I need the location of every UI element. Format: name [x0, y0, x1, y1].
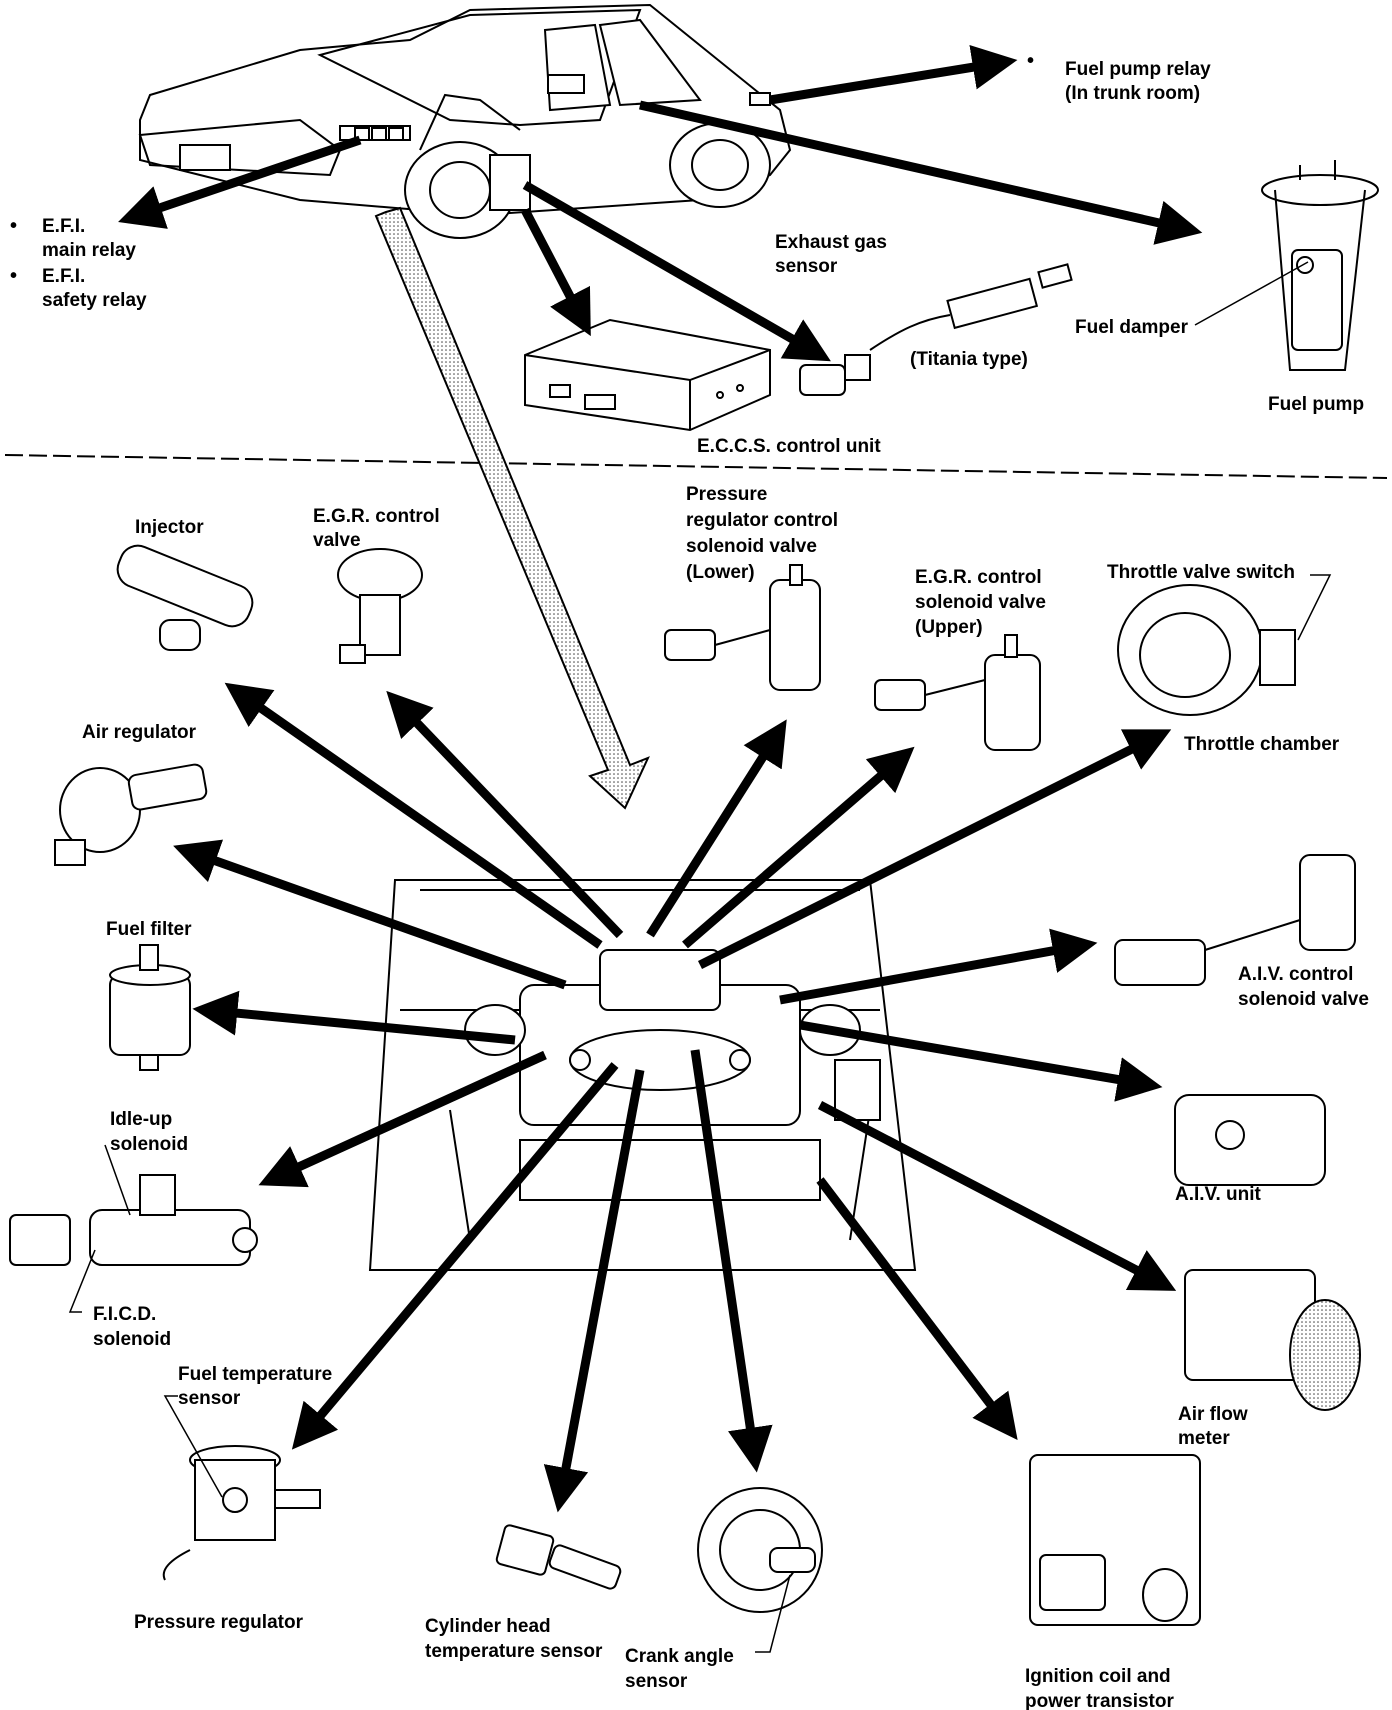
arrow-injector [224, 682, 603, 949]
arrow-efi-relays [118, 135, 362, 229]
label-efi-main-relay: E.F.I.main relay [42, 216, 136, 261]
label-aiv-unit: A.I.V. unit [1175, 1184, 1262, 1205]
label-efi-safety-relay: E.F.I.safety relay [42, 266, 147, 311]
arrow-throttle-chamber [697, 729, 1172, 970]
aiv-unit-illustration [1174, 1094, 1326, 1186]
arrow-egr-control-valve [386, 690, 624, 939]
arrow-idle-up-solenoid [258, 1050, 547, 1188]
bullet-efi-main-relay: • [10, 215, 17, 237]
idle-up-ficd-solenoid-illustration [9, 1174, 258, 1266]
arrow-pressure-regulator [291, 1062, 619, 1450]
section-divider [4, 454, 1388, 479]
pressure-regulator-control-solenoid-valve-illustration [664, 564, 821, 691]
arrow-egr-control-solenoid [682, 746, 915, 949]
ignition-coil-power-transistor-illustration [1029, 1454, 1201, 1626]
throttle-chamber-illustration [1117, 584, 1296, 716]
label-air-regulator: Air regulator [82, 722, 197, 743]
arrow-fuel-pump-relay [769, 44, 1018, 105]
arrow-ignition-coil [816, 1177, 1018, 1441]
arrow-fuel-pump [639, 100, 1203, 245]
cylinder-head-temperature-sensor-illustration [495, 1524, 622, 1590]
label-throttle-chamber: Throttle chamber [1184, 734, 1340, 755]
relay-boxes [354, 127, 404, 141]
injector-illustration [116, 544, 254, 651]
fuel-pump-illustration [1261, 160, 1379, 371]
car-to-engine-hatched-arrow [374, 206, 650, 810]
exhaust-gas-sensor-illustration [799, 263, 1073, 396]
arrows [118, 44, 1203, 1513]
arrow-crank-angle-sensor [690, 1049, 773, 1473]
arrow-air-regulator [173, 839, 567, 990]
label-throttle-valve-switch: Throttle valve switch [1107, 562, 1295, 583]
crank-angle-sensor-illustration [697, 1487, 823, 1613]
air-regulator-illustration [54, 763, 208, 866]
egr-control-valve-illustration [337, 548, 423, 664]
label-fuel-filter: Fuel filter [106, 919, 192, 940]
bullet-efi-safety-relay: • [10, 265, 17, 287]
arrow-air-flow-meter [817, 1101, 1177, 1291]
arrow-exhaust-gas-sensor [522, 181, 831, 362]
label-injector: Injector [135, 517, 204, 538]
arrow-aiv-unit [799, 1020, 1163, 1102]
label-eccs-control-unit: E.C.C.S. control unit [697, 436, 881, 457]
egr-control-solenoid-valve-illustration [874, 634, 1041, 751]
aiv-control-solenoid-valve-illustration [1114, 854, 1356, 986]
label-fuel-pump-relay: Fuel pump relay(In trunk room) [1065, 59, 1211, 104]
label-fuel-pump: Fuel pump [1268, 394, 1364, 415]
bullet-fuel-pump-relay: • [1027, 50, 1034, 72]
air-flow-meter-illustration [1184, 1269, 1361, 1411]
label-fuel-damper: Fuel damper [1075, 317, 1189, 338]
leader-lines [68, 261, 1332, 1653]
arrow-pressure-regulator-control-solenoid [646, 719, 787, 938]
label-ficd-solenoid: F.I.C.D.solenoid [93, 1304, 171, 1350]
arrow-eccs-control-unit [521, 207, 591, 337]
label-pressure-regulator: Pressure regulator [134, 1612, 304, 1633]
arrow-cylinder-head-temp-sensor [543, 1069, 645, 1513]
label-titania-type: (Titania type) [910, 349, 1028, 370]
arrow-aiv-control-solenoid [779, 928, 1098, 1005]
fuel-temperature-sensor-pressure-regulator-illustration [162, 1445, 321, 1581]
fuel-filter-illustration [109, 944, 191, 1071]
labels: • Fuel pump relay(In trunk room) • E.F.I… [10, 50, 1369, 1710]
eccs-control-unit-illustration [524, 318, 771, 432]
arrow-fuel-filter [192, 990, 516, 1045]
